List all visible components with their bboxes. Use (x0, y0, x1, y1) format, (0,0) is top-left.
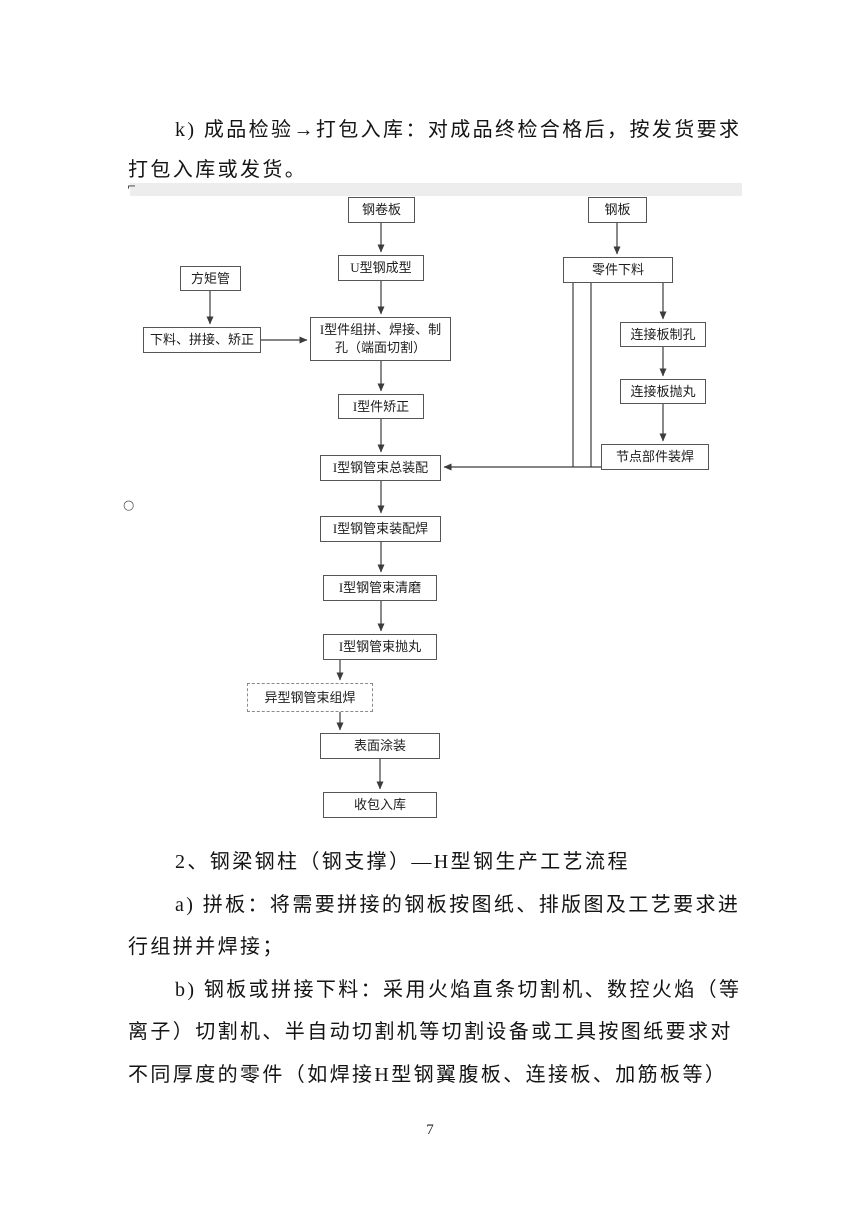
gray-divider-bar (130, 183, 742, 196)
flow-node-i-part-straightening: I型件矫正 (338, 394, 424, 419)
flow-node-steel-plate: 钢板 (588, 197, 647, 223)
anchor-mark-corner: ⌐ (127, 180, 137, 193)
flow-node-joint-parts-welding: 节点部件装焊 (601, 444, 709, 470)
flow-node-special-bundle-welding: 异型钢管束组焊 (247, 683, 373, 712)
paragraph-k-line2: 打包入库或发货。 (128, 159, 308, 181)
flow-node-connecting-plate-drilling: 连接板制孔 (620, 322, 706, 347)
flow-node-i-part-assembly-weld-drill: I型件组拼、焊接、制孔（端面切割） (310, 317, 451, 361)
paragraph-b-line3: 不同厚度的零件（如焊接H型钢翼腹板、连接板、加筋板等） (128, 1064, 728, 1086)
flow-node-bundle-assembly-welding: I型钢管束装配焊 (320, 516, 441, 542)
flow-node-connecting-plate-blasting: 连接板抛丸 (620, 379, 706, 404)
flow-node-steel-coil-plate: 钢卷板 (348, 197, 415, 223)
flow-node-u-steel-forming: U型钢成型 (338, 255, 424, 281)
page-number: 7 (426, 1122, 434, 1138)
flow-node-blank-splice-straighten: 下料、拼接、矫正 (143, 327, 261, 353)
flow-node-parts-blanking: 零件下料 (563, 257, 673, 283)
anchor-mark-circle: ○ (123, 498, 135, 513)
flow-node-square-tube: 方矩管 (180, 266, 241, 291)
flow-node-packing-warehousing: 收包入库 (323, 792, 437, 818)
flow-node-surface-coating: 表面涂装 (320, 733, 440, 759)
section2-heading: 2、钢梁钢柱（钢支撑）—H型钢生产工艺流程 (175, 851, 630, 873)
flow-node-bundle-shot-blasting: I型钢管束抛丸 (323, 634, 437, 660)
paragraph-k-line1: k) 成品检验→打包入库：对成品终检合格后，按发货要求 (175, 119, 742, 141)
flow-node-bundle-grinding: I型钢管束清磨 (323, 575, 437, 601)
paragraph-a-line1: a) 拼板：将需要拼接的钢板按图纸、排版图及工艺要求进 (175, 894, 741, 916)
flow-node-bundle-final-assembly: I型钢管束总装配 (320, 455, 441, 481)
paragraph-a-line2: 行组拼并焊接； (128, 936, 285, 958)
paragraph-b-line1: b) 钢板或拼接下料：采用火焰直条切割机、数控火焰（等 (175, 979, 742, 1001)
paragraph-b-line2: 离子）切割机、半自动切割机等切割设备或工具按图纸要求对 (128, 1021, 733, 1043)
